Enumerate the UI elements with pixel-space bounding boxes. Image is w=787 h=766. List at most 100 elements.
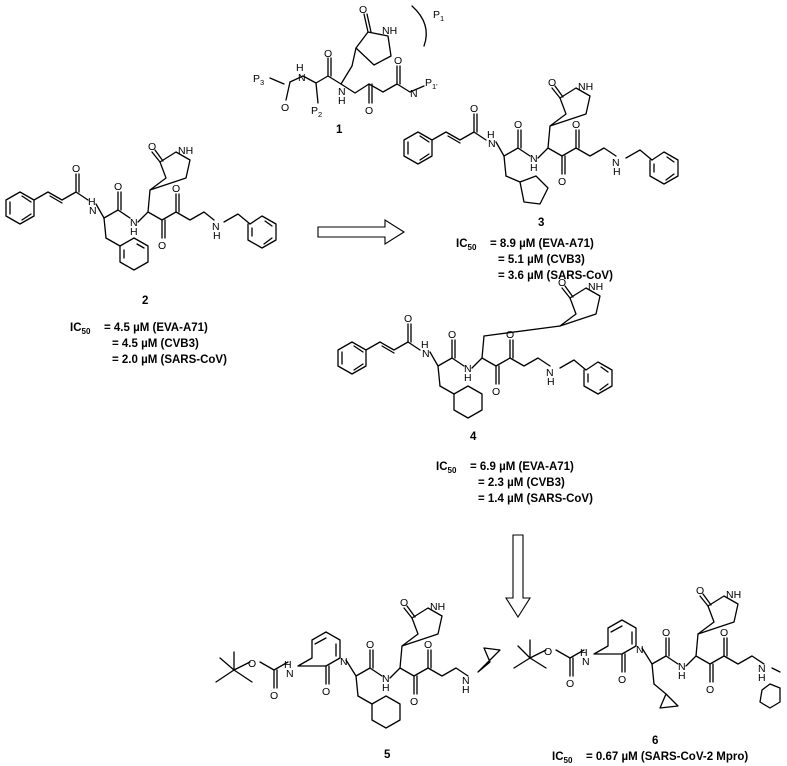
c2-ic50-line-1: = 4.5 µM (EVA-A71) [104,322,208,334]
c5-o-carbamate: O [248,658,256,670]
c5-h1: H [284,659,292,671]
c3-n1: N [488,138,496,150]
c1-lactam-nh: NH [382,25,397,37]
c5-o3: O [410,696,418,708]
c4-n2: N [464,363,472,375]
c2-o4: O [172,183,180,195]
c3-ic50-label: IC50 [456,238,477,252]
compound-1-structure [269,5,427,104]
c3-o-lactam: O [548,77,556,89]
c6-h1: H [580,647,588,659]
c6-o4: O [720,627,728,639]
c4-ic50-label: IC50 [436,461,457,475]
compound-4-label: 4 [470,431,477,443]
transformation-arrow-vertical [505,534,531,619]
c6-n2: N [678,661,686,673]
compound-3-label: 3 [538,217,544,229]
c2-o3: O [158,240,166,252]
c1-n3: N [410,88,418,100]
c5-o2: O [366,639,374,651]
c2-ic50-line-2: = 4.5 µM (CVB3) [112,338,199,350]
c4-n3: N [546,367,554,379]
c2-n1: N [89,205,97,217]
c1-h: H [296,62,304,74]
compound-3-structure [403,85,679,205]
c3-h2: H [530,162,538,174]
c5-nh-lactam: NH [430,601,445,613]
c2-n2: N [130,217,138,229]
c2-ic50-label: IC50 [70,322,91,336]
c1-o2: O [324,48,332,60]
c5-o-pyridinone: O [322,686,330,698]
c6-o-carbamate-co: O [566,678,574,690]
c6-o2: O [662,627,670,639]
c1-o1: O [281,102,289,114]
c6-h3: H [758,672,766,684]
compound-5-label: 5 [384,749,391,761]
c5-n2: N [382,673,390,685]
c5-n1: N [286,668,294,680]
c1-o3: O [365,105,373,117]
c1-p3-label: P3 [253,73,264,87]
compound-5-structure [215,605,501,729]
c1-p1prime-label: P1' [425,77,438,91]
c4-o1: O [404,313,412,325]
c1-o4: O [394,55,402,67]
c6-ic50-label: IC50 [552,751,573,765]
c3-o4: O [572,119,580,131]
c5-n3: N [462,675,470,687]
compound-6-structure [513,593,781,709]
c6-ic50-line-1: = 0.67 µM (SARS-CoV-2 Mpro) [586,751,748,763]
c6-nh-lactam: NH [726,589,741,601]
c4-ic50-line-2: = 2.3 µM (CVB3) [478,477,565,489]
transformation-arrow-horizontal [317,219,406,245]
c4-o-lactam: O [558,277,566,289]
c5-n-ring: N [340,656,348,668]
c6-n3: N [758,663,766,675]
c3-o1: O [470,103,478,115]
c2-o2: O [114,181,122,193]
c4-ic50-line-3: = 1.4 µM (SARS-CoV) [478,493,593,505]
c3-o2: O [514,119,522,131]
c5-h2: H [382,682,390,694]
c4-ic50-line-1: = 6.9 µM (EVA-A71) [470,461,574,473]
compound-1-label: 1 [336,124,343,136]
c1-n2: N [338,86,346,98]
c3-ic50-line-2: = 5.1 µM (CVB3) [498,254,585,266]
c3-h3: H [613,166,621,178]
c1-p1-label: P1 [433,9,444,23]
c2-ic50-line-3: = 2.0 µM (SARS-CoV) [112,354,227,366]
c5-o4: O [424,639,432,651]
c4-h1: H [421,339,429,351]
c6-n-ring: N [636,644,644,656]
c4-h2: H [464,372,472,384]
c6-o-pyridinone: O [618,674,626,686]
c6-o-lactam: O [696,585,704,597]
c6-o-carbamate: O [544,646,552,658]
c4-o4: O [506,329,514,341]
c4-o2: O [448,329,456,341]
c3-o3: O [558,176,566,188]
c3-n3: N [612,157,620,169]
c2-n3: N [212,221,220,233]
c4-o3: O [492,386,500,398]
c3-n2: N [530,153,538,165]
compound-6-label: 6 [652,735,658,747]
c2-h2: H [130,226,138,238]
compound-2-label: 2 [142,295,148,307]
c3-ic50-line-3: = 3.6 µM (SARS-CoV) [498,270,613,282]
c4-h3: H [547,376,555,388]
c6-h2: H [678,670,686,682]
c1-h2: H [338,95,346,107]
compound-2-structure [5,149,277,271]
c3-ic50-line-1: = 8.9 µM (EVA-A71) [490,238,594,250]
c5-h3: H [462,684,470,696]
c5-o-carbamate-co: O [270,690,278,702]
c5-o-lactam: O [400,597,408,609]
c1-carbonyl-o: O [359,4,367,16]
c2-o1: O [72,163,80,175]
c4-nh-lactam: NH [588,281,603,293]
c2-h1: H [88,196,96,208]
